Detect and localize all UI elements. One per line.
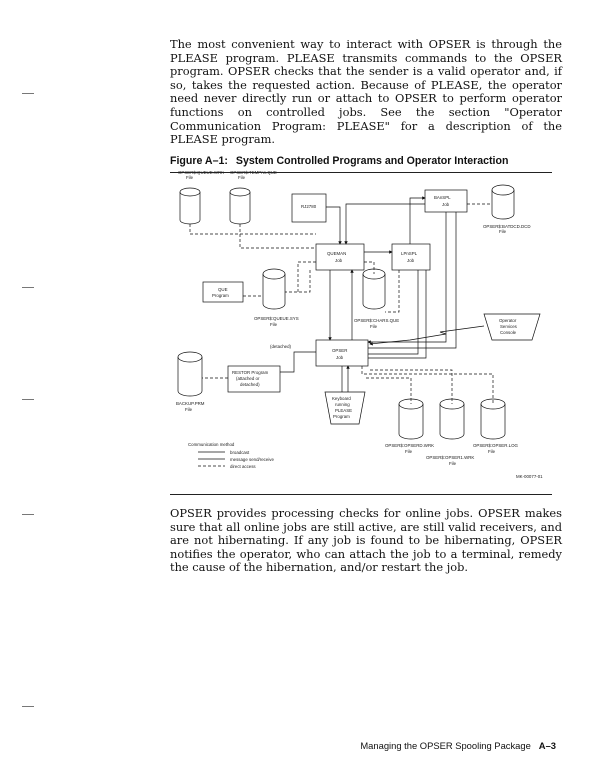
lpspl-job-label: Job xyxy=(407,258,415,263)
figure-caption: System Controlled Programs and Operator … xyxy=(235,155,509,167)
keyboard-terminal-shape xyxy=(324,391,366,425)
operator-console-label-2: Services xyxy=(500,324,518,329)
opser-log-label: OPSER$:OPSER.LOG xyxy=(473,443,518,448)
figure-id: MK-00077-01 xyxy=(516,474,543,479)
temp-que-file-label: File xyxy=(238,175,246,180)
temp-que-cylinder xyxy=(229,187,251,225)
closing-paragraph: OPSER provides processing checks for onl… xyxy=(170,506,562,575)
restor-label-1: RESTOR Program xyxy=(232,370,269,375)
opser-log-cylinder xyxy=(480,398,506,440)
figure-title: Figure A–1: System Controlled Programs an… xyxy=(170,155,562,167)
opser-job-label: Job xyxy=(336,355,344,360)
footer-section-title: Managing the OPSER Spooling Package xyxy=(360,740,531,751)
margin-mark xyxy=(22,706,34,707)
legend-title: Communication method xyxy=(188,442,235,447)
page-footer: Managing the OPSER Spooling Package A–3 xyxy=(360,740,556,751)
footer-page-number: A–3 xyxy=(538,740,556,751)
operator-console-label-3: Console xyxy=(500,330,517,335)
batspl-label: BAnSPL xyxy=(434,195,451,200)
opserd-wrk-cylinder xyxy=(398,398,424,440)
figure-top-rule xyxy=(170,172,552,173)
legend-message-send: message send/receive xyxy=(230,457,274,462)
detached-label: (detached) xyxy=(270,344,292,349)
backup-prm-file-label: File xyxy=(185,407,193,412)
margin-mark xyxy=(22,93,34,94)
chars-que-cylinder xyxy=(362,268,386,310)
que-program-label: Program xyxy=(212,293,229,298)
opserd-wrk-label: OPSER$:OPSERD.WRK xyxy=(385,443,434,448)
restor-label-2: (attached or xyxy=(236,376,260,381)
margin-mark xyxy=(22,287,34,288)
legend-broadcast: broadcast xyxy=(230,450,250,455)
queman-job-label: Job xyxy=(335,258,343,263)
opser-log-file-label: File xyxy=(488,449,496,454)
opser-box xyxy=(315,339,369,367)
que-label: QUE xyxy=(218,287,228,292)
keyboard-label-1: Keyboard xyxy=(332,396,351,401)
system-diagram: OPSER$:QUEUE.WRK File OPSER$:TEMPnn.QUE … xyxy=(176,170,543,479)
batspl-job-label: Job xyxy=(442,202,450,207)
opser-label: OPSER xyxy=(332,348,347,353)
queue-sys-file-label: File xyxy=(270,322,278,327)
operator-console-shape xyxy=(483,313,541,341)
legend-direct-access: direct access xyxy=(230,464,256,469)
keyboard-label-2: running xyxy=(335,402,350,407)
restor-label-3: detached) xyxy=(240,382,260,387)
queman-label: QUEMAN xyxy=(327,251,346,256)
opser1-wrk-file-label: File xyxy=(449,461,457,466)
batspl-box xyxy=(424,189,468,213)
lpspl-box xyxy=(391,243,431,271)
batdcd-file-label: File xyxy=(499,229,507,234)
queue-sys-cylinder xyxy=(262,268,286,310)
lpspl-label: LPnSPL xyxy=(401,251,418,256)
rj2780-label: RJ2780 xyxy=(301,204,317,209)
operator-console-label-1: Operator xyxy=(499,318,517,323)
figure-bottom-rule xyxy=(170,494,552,495)
intro-paragraph: The most convenient way to interact with… xyxy=(170,37,562,147)
chars-que-file-label: File xyxy=(370,324,378,329)
batdcd-label: OPSER$:BATDCD.DCD xyxy=(483,224,531,229)
figure-number: Figure A–1: xyxy=(170,155,228,167)
keyboard-label-3: PLEASE xyxy=(335,408,352,413)
backup-prm-label: BACKUP.PRM xyxy=(176,401,205,406)
batdcd-cylinder xyxy=(491,184,515,220)
margin-mark xyxy=(22,399,34,400)
opser1-wrk-cylinder xyxy=(439,398,465,440)
rj2780-box xyxy=(291,193,327,223)
margin-mark xyxy=(22,514,34,515)
temp-que-label: OPSER$:TEMPnn.QUE xyxy=(230,170,277,175)
restor-box xyxy=(227,365,281,393)
queue-wrk-file-label: File xyxy=(186,175,194,180)
queue-sys-label: OPSER$:QUEUE.SYS xyxy=(254,316,299,321)
keyboard-label-4: Program xyxy=(333,414,350,419)
opserd-wrk-file-label: File xyxy=(405,449,413,454)
opser1-wrk-label: OPSER$:OPSER1.WRK xyxy=(426,455,474,460)
que-program-box xyxy=(202,281,244,303)
backup-prm-cylinder xyxy=(177,351,203,397)
chars-que-label: OPSER$:CHARS.QUE xyxy=(354,318,399,323)
queman-box xyxy=(315,243,365,271)
queue-wrk-label: OPSER$:QUEUE.WRK xyxy=(178,170,224,175)
queue-wrk-cylinder xyxy=(179,187,201,225)
